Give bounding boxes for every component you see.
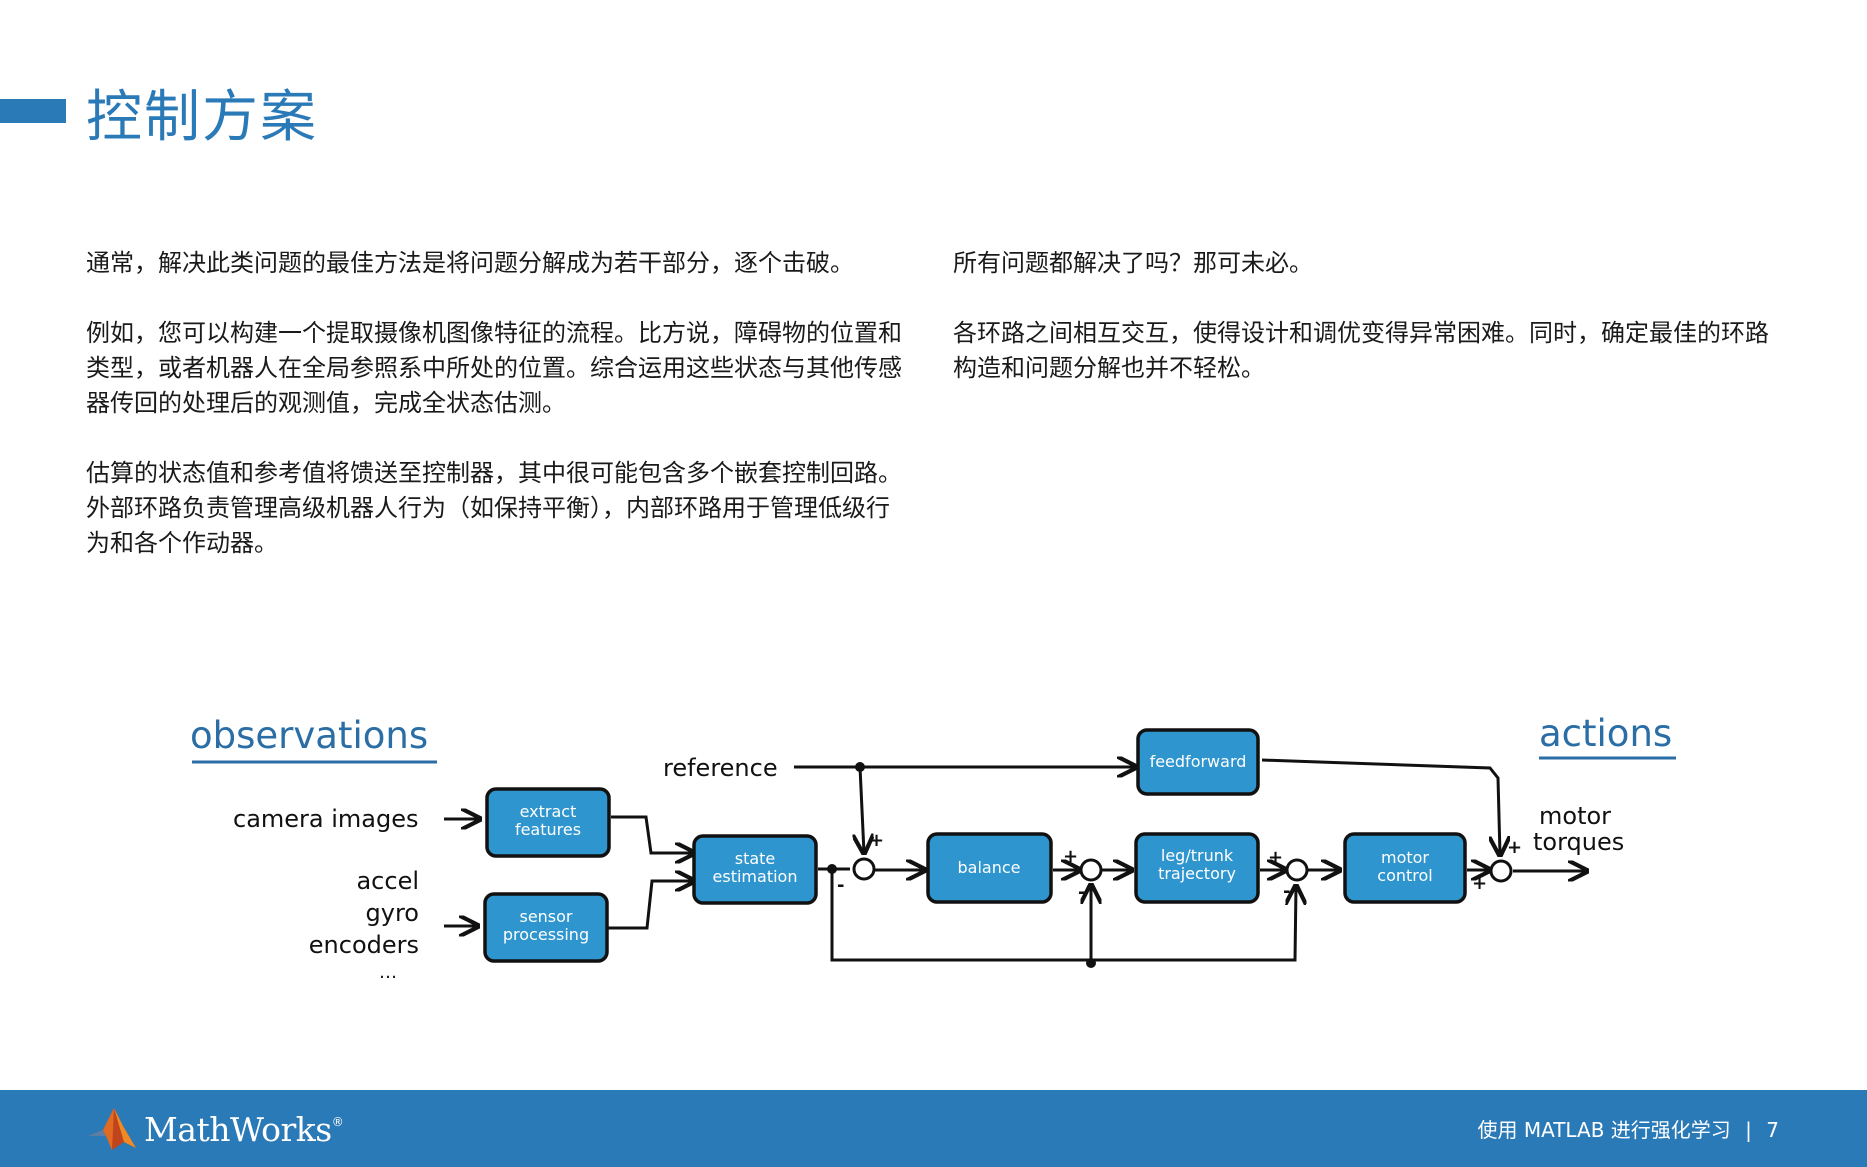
motor-torques-label-line2: torques	[1533, 828, 1624, 856]
sum2-minus-sign: -	[1078, 882, 1085, 903]
paragraph: 各环路之间相互交互，使得设计和调优变得异常困难。同时，确定最佳的环路构造和问题分…	[953, 319, 1769, 382]
actions-heading: actions	[1539, 712, 1672, 755]
accel-label: accel	[356, 867, 419, 895]
state-estimation-block	[692, 834, 818, 905]
sum1-plus-sign: +	[869, 830, 884, 851]
book-title: 使用 MATLAB 进行强化学习	[1477, 1118, 1731, 1142]
state-estimation-label-1: state	[735, 849, 776, 868]
title-accent-bar	[0, 99, 66, 123]
sum-junction-2	[1079, 858, 1103, 882]
motor-control-block	[1343, 832, 1467, 904]
page-number: 7	[1766, 1118, 1779, 1142]
sum4-plus-top-sign: +	[1507, 837, 1522, 858]
sum-junction-4	[1489, 859, 1513, 883]
sum4-plus-left-sign: +	[1472, 873, 1487, 894]
sensor-processing-label-1: sensor	[519, 907, 572, 926]
mathworks-brand: MathWorks	[144, 1109, 332, 1149]
reference-to-sum1-arrow	[860, 766, 864, 853]
state-estimation-label-2: estimation	[713, 867, 798, 886]
balance-block	[926, 832, 1053, 904]
observations-heading: observations	[190, 714, 428, 757]
feedforward-block	[1136, 728, 1260, 796]
matlab-membrane-logo-icon	[88, 1108, 136, 1150]
sum2-plus-sign: +	[1063, 846, 1078, 867]
mathworks-logo[interactable]: MathWorks®	[86, 1106, 344, 1152]
feedback-junction-dot	[1086, 958, 1096, 968]
footer-page-info: 使用 MATLAB 进行强化学习 | 7	[1477, 1114, 1779, 1143]
feedforward-label: feedforward	[1150, 752, 1247, 771]
paragraph: 例如，您可以构建一个提取摄像机图像特征的流程。比方说，障碍物的位置和类型，或者机…	[86, 319, 902, 417]
reference-junction-dot	[855, 762, 865, 772]
leg-trunk-trajectory-block	[1134, 832, 1260, 904]
motor-control-label-2: control	[1377, 866, 1432, 885]
extract-features-block	[485, 787, 611, 858]
sum3-minus-sign: -	[1283, 881, 1290, 902]
state-feedback-loop	[830, 869, 1296, 962]
feedforward-to-sum4-arrow	[1261, 758, 1500, 855]
ellipsis-label: …	[379, 962, 397, 983]
extract-features-label-1: extract	[520, 802, 577, 821]
processing-to-state-arrow	[607, 881, 694, 930]
extract-features-label-2: features	[515, 820, 581, 839]
right-column: 所有问题都解决了吗？那可未必。 各环路之间相互交互，使得设计和调优变得异常困难。…	[953, 246, 1783, 421]
sum1-minus-sign: -	[837, 875, 844, 896]
encoders-label: encoders	[309, 931, 419, 959]
sensor-processing-label-2: processing	[503, 925, 589, 944]
extract-to-state-arrow	[611, 815, 694, 853]
leg-trunk-label-1: leg/trunk	[1161, 846, 1234, 865]
balance-label: balance	[958, 858, 1021, 877]
footer-bar: MathWorks® 使用 MATLAB 进行强化学习 | 7	[0, 1090, 1867, 1167]
control-architecture-diagram: observations actions camera images accel…	[190, 712, 1676, 983]
sum3-plus-sign: +	[1268, 847, 1283, 868]
motor-control-label-1: motor	[1381, 848, 1429, 867]
left-column: 通常，解决此类问题的最佳方法是将问题分解成为若干部分，逐个击破。 例如，您可以构…	[86, 246, 906, 596]
state-junction-dot	[827, 864, 837, 874]
paragraph: 所有问题都解决了吗？那可未必。	[953, 249, 1313, 277]
camera-images-label: camera images	[233, 805, 419, 833]
page-title: 控制方案	[86, 85, 318, 150]
paragraph: 估算的状态值和参考值将馈送至控制器，其中很可能包含多个嵌套控制回路。外部环路负责…	[86, 459, 902, 557]
sum-junction-3	[1285, 858, 1309, 882]
sum-junction-1	[852, 857, 876, 881]
gyro-label: gyro	[366, 899, 419, 927]
sensor-processing-block	[483, 892, 609, 963]
leg-trunk-label-2: trajectory	[1158, 864, 1236, 883]
reference-label: reference	[663, 754, 778, 782]
motor-torques-label-line1: motor	[1539, 802, 1611, 830]
footer-separator: |	[1745, 1118, 1752, 1142]
registered-mark: ®	[331, 1115, 344, 1129]
paragraph: 通常，解决此类问题的最佳方法是将问题分解成为若干部分，逐个击破。	[86, 249, 854, 277]
